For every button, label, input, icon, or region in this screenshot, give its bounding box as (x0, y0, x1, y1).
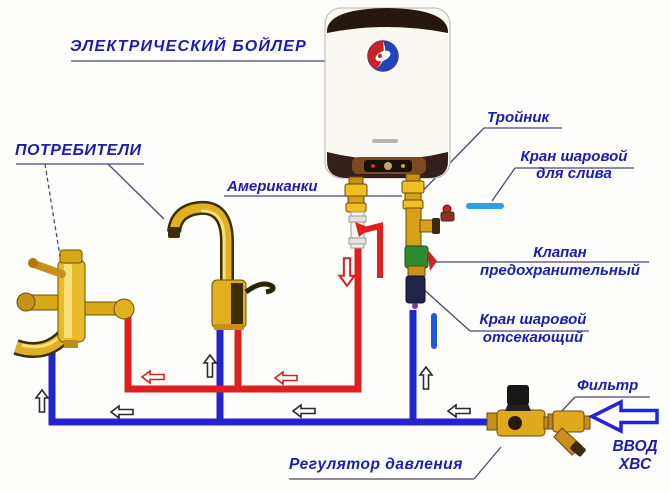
flow-arrows (34, 257, 659, 434)
pressure-regulator-device (486, 385, 552, 437)
tee-label: Тройник (487, 109, 550, 126)
boiler-logo-badge (367, 40, 399, 72)
hot-left-arrow-icon (273, 370, 298, 386)
union-hot-icon (344, 176, 368, 213)
boiler-title-label: ЭЛЕКТРИЧЕСКИЙ БОЙЛЕР (70, 38, 308, 55)
tee-fitting (405, 207, 440, 247)
bath-mixer-faucet (13, 249, 135, 358)
shutoff-ball-valve (405, 275, 437, 349)
inlet-big-arrow-icon (588, 399, 659, 434)
hot-left-arrow-icon (140, 369, 165, 385)
cold-left-arrow-icon (291, 403, 316, 419)
shutoff-valve-label: Кран шаровой отсекающий (479, 311, 587, 346)
boiler-brand-text (372, 139, 398, 143)
hot-ball-valve (348, 211, 383, 278)
safety-valve-lever (427, 249, 437, 271)
hot-down-arrow-icon (337, 257, 357, 288)
drain-ball-valve (440, 203, 504, 222)
cold-up-arrow-icon (202, 353, 218, 378)
pressure-regulator-label: Регулятор давления (289, 456, 463, 473)
consumers-leader-kitchen (107, 163, 165, 220)
drain-leader (491, 167, 516, 202)
filter-device (547, 410, 591, 457)
leader-lines (16, 60, 650, 480)
cold-up-arrow-icon (34, 388, 50, 413)
drain-valve-label: Кран шаровой для слива (520, 148, 628, 182)
unions-label: Американки (227, 178, 318, 195)
cold-left-arrow-icon (446, 403, 471, 419)
cold-water-pipe (48, 310, 487, 426)
filter-label: Фильтр (577, 377, 639, 394)
boiler-dial (384, 162, 392, 170)
kitchen-faucet-handle (244, 281, 276, 295)
safety-valve (404, 245, 437, 277)
kitchen-spout-tip (168, 227, 180, 238)
cold-inlet-label: ВВОД ХВС (612, 438, 658, 473)
kitchen-faucet (167, 200, 276, 330)
drain-water-stream (466, 203, 504, 209)
shutoff-valve-handle (431, 313, 437, 349)
cold-left-arrow-icon (109, 404, 134, 420)
electric-boiler (324, 7, 451, 179)
hot-main-pipe (124, 248, 362, 393)
cold-up-arrow-icon (418, 365, 434, 390)
regulator-knob (507, 385, 529, 405)
hot-water-pipe (124, 248, 362, 393)
safety-valve-label: Клапан предохранительный (480, 244, 640, 279)
shutoff-leader (420, 286, 471, 332)
boiler-top-rim (326, 8, 449, 33)
boiler-indicator-light (371, 164, 375, 168)
consumers-label: ПОТРЕБИТЕЛИ (15, 142, 142, 159)
cold-main-pipe (48, 352, 487, 426)
regulator-leader (473, 446, 502, 480)
union-cold-icon (401, 173, 425, 210)
filter-leader (559, 396, 576, 414)
